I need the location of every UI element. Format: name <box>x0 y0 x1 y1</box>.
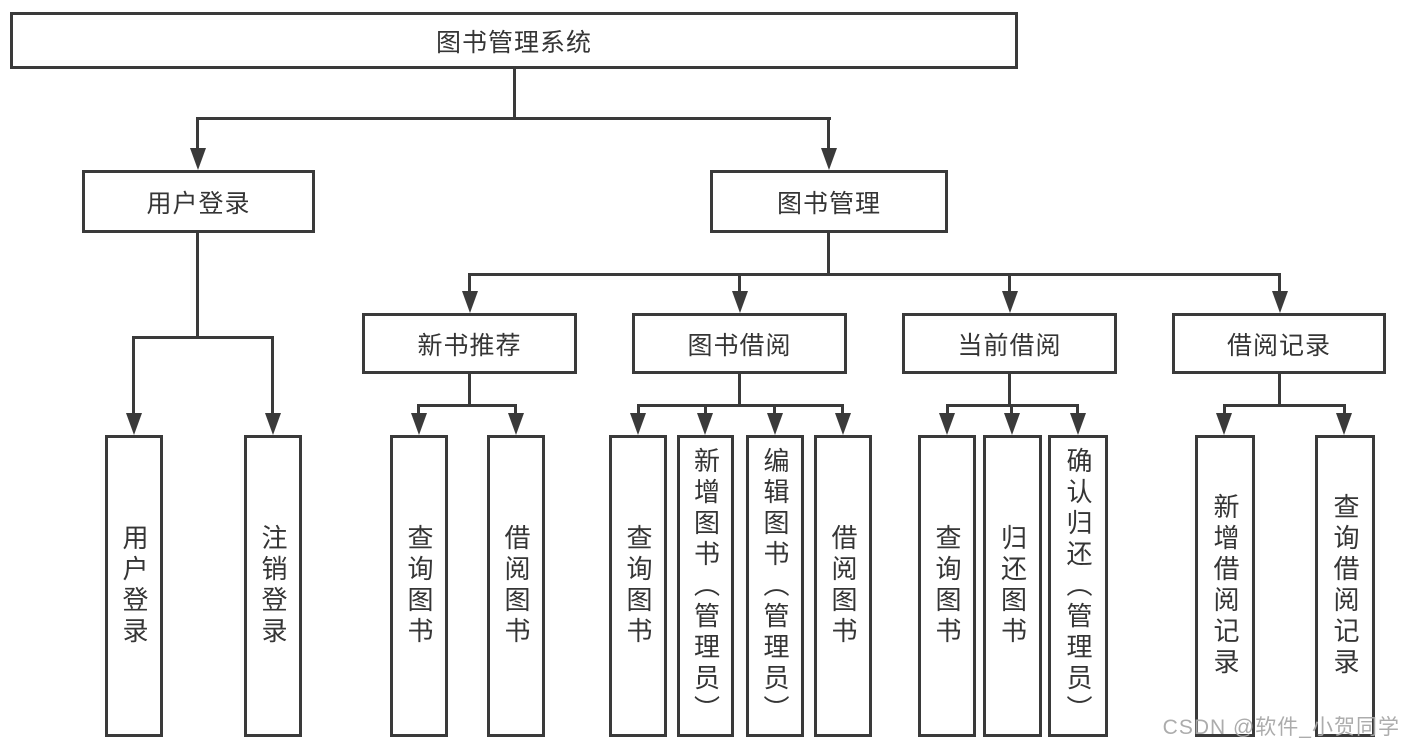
arrow-down-icon <box>1002 291 1018 313</box>
leaf-query-borrow-record: 查询借阅记录 <box>1315 435 1375 737</box>
arrow-down-icon <box>835 413 851 435</box>
node-new-book-recommend: 新书推荐 <box>362 313 577 374</box>
node-label: 图书管理系统 <box>435 28 592 57</box>
connector-line <box>1008 373 1011 407</box>
node-label: 用户登录 <box>146 189 251 218</box>
connector-line <box>1076 404 1079 416</box>
leaf-confirm-return-admin: 确认归还（管理员） <box>1048 435 1108 737</box>
node-label: 查询借阅记录 <box>1330 493 1360 679</box>
connector-line <box>196 232 199 339</box>
node-label: 确认归还（管理员） <box>1063 446 1093 726</box>
arrow-down-icon <box>630 413 646 435</box>
leaf-add-book-admin: 新增图书（管理员） <box>677 435 734 737</box>
leaf-add-borrow-record: 新增借阅记录 <box>1195 435 1255 737</box>
node-label: 当前借阅 <box>957 331 1062 360</box>
node-label: 用户登录 <box>119 524 149 648</box>
arrow-down-icon <box>190 148 206 170</box>
connector-line <box>773 404 776 416</box>
leaf-edit-book-admin: 编辑图书（管理员） <box>746 435 804 737</box>
connector-line <box>827 232 830 276</box>
node-book-borrowing: 图书借阅 <box>632 313 847 374</box>
connector-line <box>132 336 135 416</box>
node-label: 编辑图书（管理员） <box>760 446 790 726</box>
connector-line <box>513 68 516 118</box>
connector-line <box>271 336 274 416</box>
connector-line <box>946 404 949 416</box>
arrow-down-icon <box>1070 413 1086 435</box>
connector-line <box>704 404 707 416</box>
node-label: 借阅图书 <box>501 524 531 648</box>
node-label: 新增图书（管理员） <box>690 446 721 726</box>
connector-line <box>132 336 274 339</box>
node-label: 查询图书 <box>623 524 653 648</box>
node-label: 图书借阅 <box>687 331 792 360</box>
connector-line <box>738 373 741 407</box>
arrow-down-icon <box>1004 413 1020 435</box>
leaf-logout: 注销登录 <box>244 435 302 737</box>
connector-line <box>417 404 420 416</box>
leaf-query-books-current: 查询图书 <box>918 435 976 737</box>
leaf-query-books-recommend: 查询图书 <box>390 435 448 737</box>
connector-line <box>1223 404 1346 407</box>
node-label: 查询图书 <box>932 524 962 648</box>
node-label: 注销登录 <box>258 524 288 648</box>
arrow-down-icon <box>732 291 748 313</box>
connector-line <box>1223 404 1226 416</box>
connector-line <box>1343 404 1346 416</box>
arrow-down-icon <box>939 413 955 435</box>
leaf-user-login: 用户登录 <box>105 435 163 737</box>
connector-line <box>468 273 1281 276</box>
connector-line <box>1278 373 1281 407</box>
node-label: 归还图书 <box>997 524 1028 648</box>
arrow-down-icon <box>1272 291 1288 313</box>
connector-line <box>841 404 844 416</box>
arrow-down-icon <box>1336 413 1352 435</box>
arrow-down-icon <box>508 413 524 435</box>
leaf-borrow-books-recommend: 借阅图书 <box>487 435 545 737</box>
connector-line <box>196 117 199 151</box>
connector-line <box>1008 273 1011 295</box>
node-current-borrowing: 当前借阅 <box>902 313 1117 374</box>
leaf-return-books: 归还图书 <box>983 435 1042 737</box>
node-label: 新增借阅记录 <box>1210 493 1240 679</box>
arrow-down-icon <box>265 413 281 435</box>
node-user-login: 用户登录 <box>82 170 315 233</box>
node-book-management: 图书管理 <box>710 170 948 233</box>
node-label: 借阅图书 <box>828 524 858 648</box>
connector-line <box>417 404 517 407</box>
connector-line <box>827 117 830 151</box>
connector-line <box>637 404 640 416</box>
arrow-down-icon <box>462 291 478 313</box>
leaf-borrow-books-borrowing: 借阅图书 <box>814 435 872 737</box>
arrow-down-icon <box>767 413 783 435</box>
arrow-down-icon <box>821 148 837 170</box>
arrow-down-icon <box>411 413 427 435</box>
connector-line <box>468 273 471 295</box>
node-label: 图书管理 <box>776 189 881 218</box>
connector-line <box>514 404 517 416</box>
node-label: 新书推荐 <box>417 331 522 360</box>
node-borrowing-records: 借阅记录 <box>1172 313 1386 374</box>
connector-line <box>637 404 844 407</box>
leaf-query-books-borrowing: 查询图书 <box>609 435 667 737</box>
arrow-down-icon <box>697 413 713 435</box>
connector-line <box>196 117 831 120</box>
connector-line <box>1278 273 1281 295</box>
node-label: 查询图书 <box>404 524 434 648</box>
node-library-management-system: 图书管理系统 <box>10 12 1018 69</box>
arrow-down-icon <box>126 413 142 435</box>
connector-line <box>738 273 741 295</box>
node-label: 借阅记录 <box>1226 331 1331 360</box>
connector-line <box>468 373 471 407</box>
arrow-down-icon <box>1216 413 1232 435</box>
connector-line <box>1010 404 1013 416</box>
